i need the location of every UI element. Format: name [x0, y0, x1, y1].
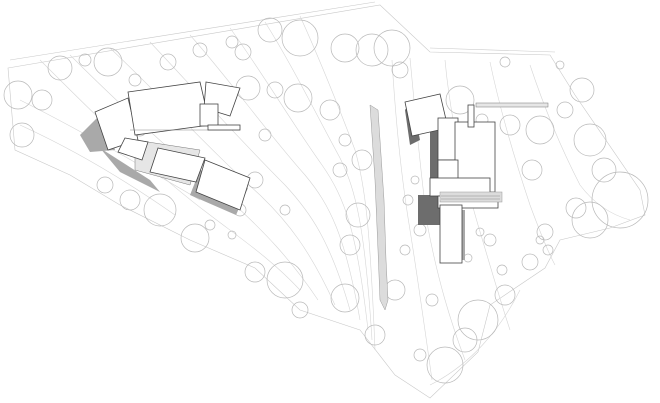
contour-lines [19, 15, 631, 386]
tree-canopies [3, 17, 649, 384]
east-house [404, 93, 549, 264]
west-house [80, 81, 251, 215]
site-boundary [7, 1, 646, 399]
creek-path [369, 104, 389, 311]
